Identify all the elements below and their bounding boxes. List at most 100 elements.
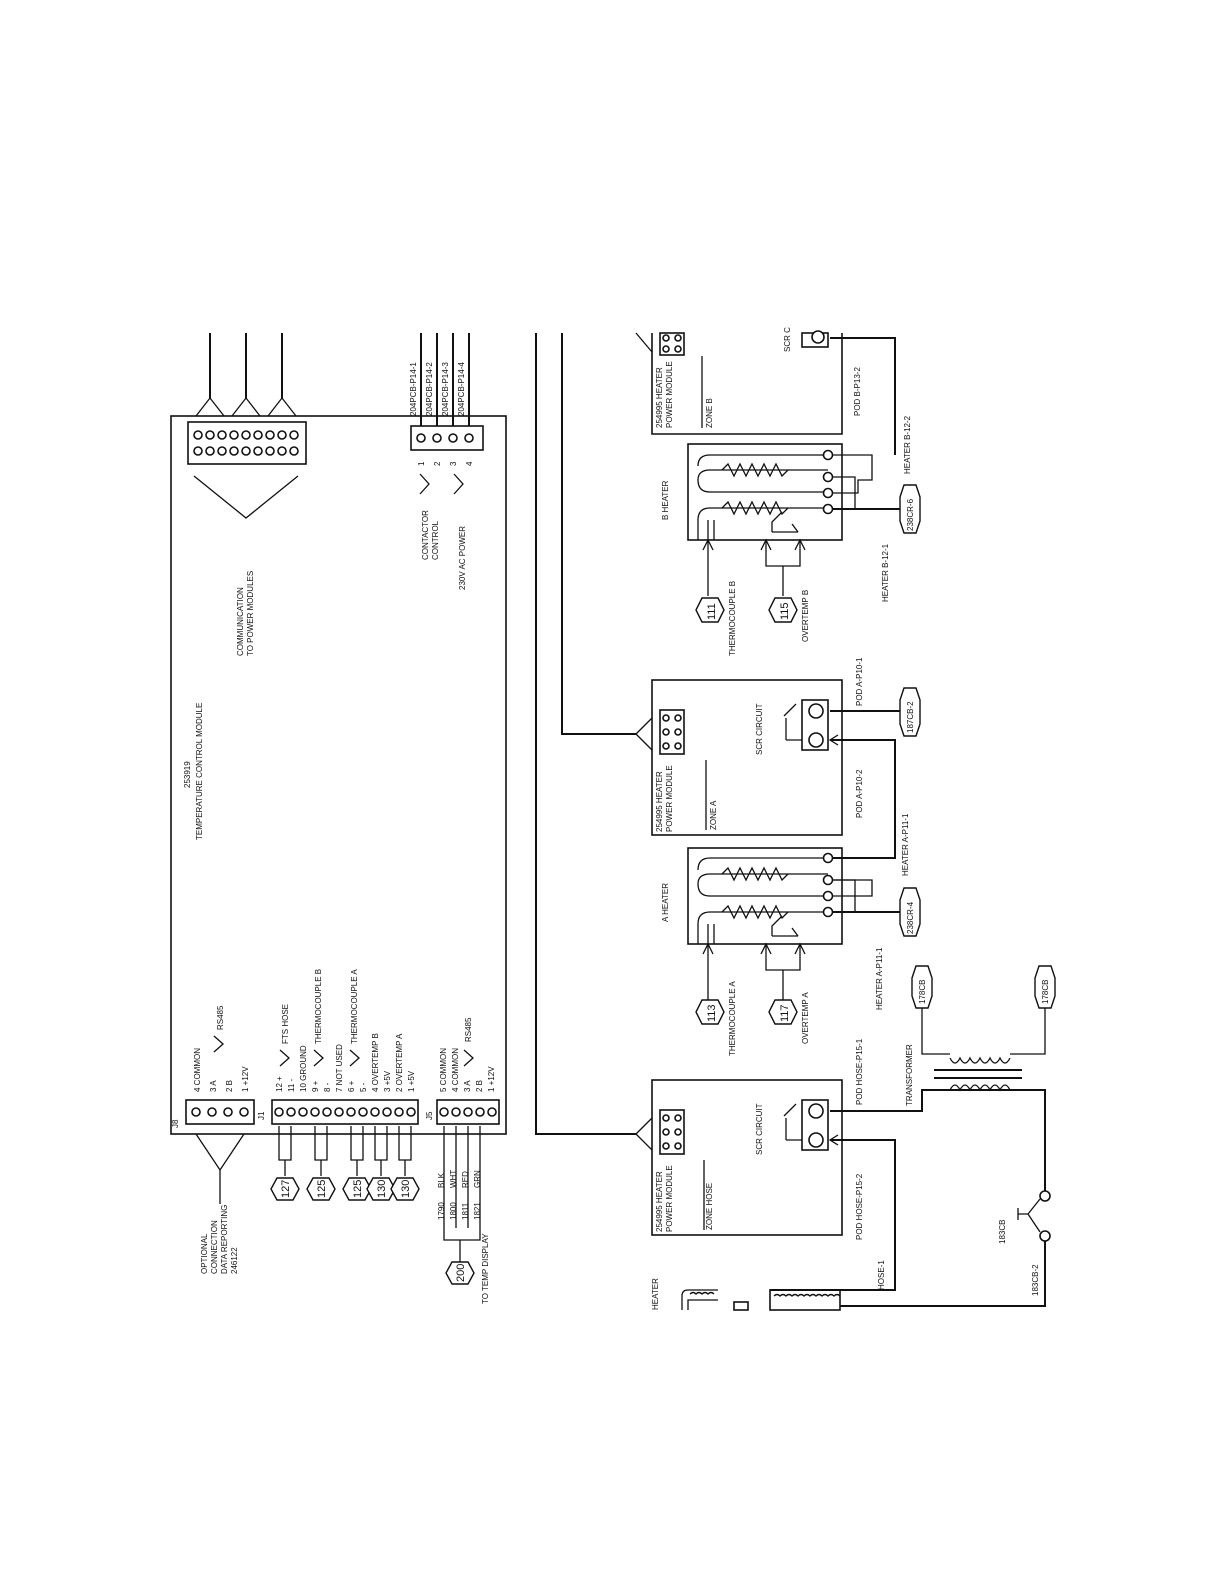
p14-pin-4: 4 [465,461,474,466]
zone-b-scr: SCR C [783,327,792,352]
zone-hose-pod2: POD HOSE-P15-2 [855,1173,864,1240]
contactor-label-2: CONTROL [431,520,440,560]
j5-pin-4: 4 COMMON [451,1048,460,1092]
zone-hose: 254995 HEATER POWER MODULE ZONE HOSE SCR… [635,965,1056,1311]
tcm-box [170,415,507,1135]
p14-pin-2: 2 [433,461,442,466]
comm-bus-zone-a [561,333,636,735]
comm-connector-pins [193,430,299,456]
b-tc-bubble [695,597,725,623]
hose-label: HOSE-1 [877,1260,886,1290]
j8-brace [195,1133,245,1172]
j1-pin-6: 6 + [347,1080,356,1092]
j8-pin-2: 2 B [225,1080,234,1092]
p14-wire-3: 204PCB-P14-3 [441,362,450,416]
ac-power-label: 230V AC POWER [458,526,467,590]
breaker-wire-label: 183CB-2 [1031,1264,1040,1296]
zone-hose-cb-b: 178CB [1041,980,1050,1004]
tcm-title: TEMPERATURE CONTROL MODULE [195,703,204,840]
a-ot-bubble [768,999,798,1025]
optional-label-1: OPTIONAL [200,1233,209,1274]
j5-pin-2: 2 B [475,1080,484,1092]
p14-wire-4: 204PCB-P14-4 [457,362,466,416]
a-heater-label: A HEATER [661,883,670,922]
p14-wire-1: 204PCB-P14-1 [409,362,418,416]
j8-pin-3: 3 A [209,1080,218,1092]
comm-label-1: COMMUNICATION [236,587,245,656]
zone-a-module-2: POWER MODULE [665,765,674,832]
zone-hose-pod1: POD HOSE-P15-1 [855,1038,864,1105]
comm-label-2: TO POWER MODULES [246,571,255,656]
zone-a-tc-num: 113 [706,1004,718,1022]
zone-b-module-box [651,333,843,435]
p14-pin-1: 1 [417,461,426,466]
zone-b-heater-wire [830,337,896,455]
zone-hose-module-2: POWER MODULE [665,1165,674,1232]
zone-a-cb: 187CB-2 [906,701,915,733]
zone-a-ot: OVERTEMP A [801,992,810,1044]
comm-brace [193,475,299,519]
zone-a-tc: THERMOCOUPLE A [728,981,737,1056]
zone-hose-cb-a: 178CB [918,980,927,1004]
j1-pin-4: 4 OVERTEMP B [371,1033,380,1092]
j1-pin-5: 5 - [359,1082,368,1092]
j1-pin-12: 12 + [275,1076,284,1092]
temperature-control-module: COMMUNICATION TO POWER MODULES 253919 TE… [170,333,507,1304]
hose-heater-label: HEATER [651,1278,660,1310]
j8-rs485: RS485 [216,1005,225,1030]
j8-pin-4: 4 COMMON [193,1048,202,1092]
j8-label: J8 [171,1119,180,1128]
a-tc-bubble [695,999,725,1025]
zone-b-label: ZONE B [705,398,714,428]
zone-b-ot: OVERTEMP B [801,590,810,642]
j5-wire-1811: 1811 [461,1202,470,1220]
comm-bus-hose [535,333,636,1135]
zone-b-heater-b-12-2: HEATER B-12-2 [903,415,912,474]
j5-pin-5: 5 COMMON [439,1048,448,1092]
bubble-125-b: 125 [316,1180,328,1198]
zone-a-heater-top: HEATER A-P11-1 [901,813,910,876]
a-cb-bubble [899,687,921,737]
j1-pins [274,1107,416,1117]
a-cr-bubble [899,887,921,937]
contactor-label-1: CONTACTOR [421,510,430,560]
zone-a-pod1: POD A-P10-1 [855,657,864,706]
bubble-127: 127 [280,1180,292,1198]
optional-label-2: CONNECTION [210,1220,219,1274]
zone-hose-scr: SCR CIRCUIT [755,1103,764,1155]
b-cr-bubble [899,484,921,534]
j1-wires [278,1126,412,1176]
optional-label-4: 246122 [230,1247,239,1274]
zone-a-label: ZONE A [709,800,718,830]
bubble-130-b: 130 [376,1180,388,1198]
zone-a: 254995 HEATER POWER MODULE ZONE A SCR CI… [635,657,921,1056]
temp-display-label: TO TEMP DISPLAY [481,1233,490,1304]
j1-pin-1: 1 +5V [407,1070,416,1092]
j5-pin-1: 1 +12V [487,1066,496,1092]
breaker-label: 183CB [998,1220,1007,1244]
j1-pin-2: 2 OVERTEMP A [395,1033,404,1092]
zone-a-ot-num: 117 [779,1004,791,1022]
j1-label: J1 [257,1111,266,1120]
cb-178-b-bubble [1034,965,1056,1009]
zone-a-heater-p11-1: HEATER A-P11-1 [875,947,884,1010]
zone-a-module-1: 254995 HEATER [655,771,664,832]
zone-b-pod: POD B-P13-2 [853,367,862,416]
j5-label: J5 [425,1111,434,1120]
j5-color-blk: BLK [437,1172,446,1188]
zone-b-ot-num: 115 [779,602,791,620]
zone-a-scr: SCR CIRCUIT [755,703,764,755]
j5-wire-1790: 1790 [437,1202,446,1220]
j5-color-red: RED [461,1171,470,1188]
j5-color-wht: WHT [449,1170,458,1188]
p14-pin-3: 3 [449,461,458,466]
zone-b: 254995 HEATER POWER MODULE ZONE B SCR C … [635,327,921,656]
optional-label-3: DATA REPORTING [220,1205,229,1274]
zone-hose-module-box [651,1079,843,1236]
transformer-label: TRANSFORMER [905,1044,914,1106]
zone-hose-label: ZONE HOSE [705,1183,714,1230]
bubble-125-a: 125 [352,1180,364,1198]
j1-pin-10: 10 GROUND [299,1045,308,1092]
cb-178-a-bubble [911,965,933,1009]
